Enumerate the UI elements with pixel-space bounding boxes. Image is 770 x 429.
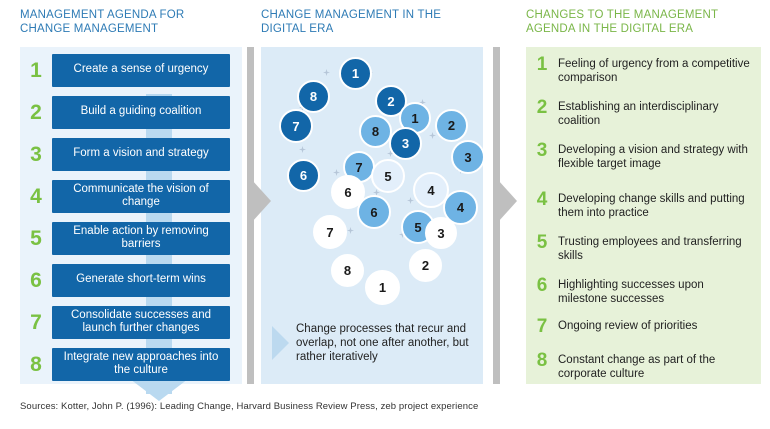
- right-item-label: Feeling of urgency from a competitive co…: [558, 58, 750, 84]
- right-item-row[interactable]: 8 Constant change as part of the corporat…: [526, 350, 761, 381]
- cluster-circle[interactable]: 8: [359, 115, 392, 148]
- right-item-row[interactable]: 1 Feeling of urgency from a competitive c…: [526, 54, 761, 85]
- sparkle-icon: [299, 146, 306, 153]
- left-step-row[interactable]: 3 Form a vision and strategy: [20, 133, 242, 175]
- left-step-number: 2: [30, 100, 42, 124]
- right-item-label: Constant change as part of the corporate…: [558, 354, 716, 380]
- cluster-circle[interactable]: 3: [389, 127, 422, 160]
- right-item-number: 8: [536, 350, 548, 371]
- middle-column-heading: CHANGE MANAGEMENT IN THE DIGITAL ERA: [261, 9, 442, 35]
- right-item-label: Ongoing review of priorities: [558, 320, 698, 332]
- right-item-label: Developing a vision and strategy with fl…: [558, 144, 748, 170]
- right-item-number: 6: [536, 275, 548, 296]
- cluster-circle[interactable]: 3: [451, 140, 485, 174]
- left-step-number: 5: [30, 226, 42, 250]
- cluster-circle[interactable]: 2: [409, 249, 442, 282]
- right-item-label: Establishing an interdisciplinary coalit…: [558, 101, 719, 127]
- left-step-number: 7: [30, 310, 42, 334]
- left-step-number: 8: [30, 352, 42, 376]
- sparkle-icon: [419, 99, 426, 106]
- left-step-label[interactable]: Enable action by removing barriers: [52, 221, 230, 255]
- right-item-label: Trusting employees and transferring skil…: [558, 236, 742, 262]
- cluster-circle[interactable]: 2: [435, 109, 468, 142]
- left-step-label[interactable]: Generate short-term wins: [52, 263, 230, 297]
- cluster-circle[interactable]: 8: [297, 80, 330, 113]
- left-step-row[interactable]: 6 Generate short-term wins: [20, 259, 242, 301]
- right-panel: [526, 47, 761, 384]
- left-step-number: 6: [30, 268, 42, 292]
- sparkle-icon: [387, 150, 394, 157]
- left-step-label[interactable]: Communicate the vision of change: [52, 179, 230, 213]
- left-step-row[interactable]: 7 Consolidate successes and launch furthe…: [20, 301, 242, 343]
- right-item-row[interactable]: 2 Establishing an interdisciplinary coali…: [526, 97, 761, 128]
- cluster-circle[interactable]: 5: [371, 159, 405, 193]
- sparkle-icon: [373, 189, 380, 196]
- cluster-circle[interactable]: 6: [357, 195, 391, 229]
- right-item-row[interactable]: 3 Developing a vision and strategy with f…: [526, 140, 761, 171]
- right-item-label: Developing change skills and putting the…: [558, 193, 745, 219]
- down-arrow-head-decoration: [130, 379, 188, 401]
- left-step-row[interactable]: 5 Enable action by removing barriers: [20, 217, 242, 259]
- right-item-row[interactable]: 7 Ongoing review of priorities: [526, 316, 761, 337]
- right-item-row[interactable]: 4 Developing change skills and putting th…: [526, 189, 761, 220]
- left-step-row[interactable]: 1 Create a sense of urgency: [20, 49, 242, 91]
- divider-arrow-icon-right: [498, 180, 517, 222]
- left-step-row[interactable]: 2 Build a guiding coalition: [20, 91, 242, 133]
- left-step-number: 1: [30, 58, 42, 82]
- right-item-row[interactable]: 6 Highlighting successes upon milestone s…: [526, 275, 761, 306]
- sparkle-icon: [347, 227, 354, 234]
- left-step-label[interactable]: Build a guiding coalition: [52, 95, 230, 129]
- sources-footer: Sources: Kotter, John P. (1996): Leading…: [20, 401, 479, 412]
- divider-arrow-icon-left: [252, 180, 271, 222]
- left-step-number: 4: [30, 184, 42, 208]
- right-item-number: 2: [536, 97, 548, 118]
- cluster-circle[interactable]: 1: [339, 57, 372, 90]
- right-item-number: 1: [536, 54, 548, 75]
- caption-arrow-icon: [272, 326, 289, 360]
- middle-caption: Change processes that recur and overlap,…: [296, 323, 469, 363]
- cluster-circle[interactable]: 3: [425, 217, 457, 249]
- cluster-circle[interactable]: 1: [365, 270, 400, 305]
- right-column-heading: CHANGES TO THE MANAGEMENT AGENDA IN THE …: [526, 9, 719, 35]
- left-step-row[interactable]: 8 Integrate new approaches into the cultu…: [20, 343, 242, 385]
- sparkle-icon: [333, 169, 340, 176]
- right-item-number: 4: [536, 189, 548, 210]
- left-step-number: 3: [30, 142, 42, 166]
- right-item-number: 5: [536, 232, 548, 253]
- right-item-number: 7: [536, 316, 548, 337]
- sparkle-icon: [429, 132, 436, 139]
- left-step-label[interactable]: Consolidate successes and launch further…: [52, 305, 230, 339]
- cluster-circle[interactable]: 4: [413, 172, 449, 208]
- cluster-circle[interactable]: 7: [313, 215, 347, 249]
- divider-bar-left: [247, 47, 254, 384]
- divider-bar-right: [493, 47, 500, 384]
- cluster-circle[interactable]: 6: [287, 159, 320, 192]
- left-column-heading: MANAGEMENT AGENDA FOR CHANGE MANAGEMENT: [20, 9, 185, 35]
- cluster-circle[interactable]: 8: [331, 254, 364, 287]
- left-step-label[interactable]: Integrate new approaches into the cultur…: [52, 347, 230, 381]
- right-item-number: 3: [536, 140, 548, 161]
- sparkle-icon: [323, 69, 330, 76]
- sparkle-icon: [407, 197, 414, 204]
- left-step-label[interactable]: Create a sense of urgency: [52, 53, 230, 87]
- right-item-row[interactable]: 5 Trusting employees and transferring ski…: [526, 232, 761, 263]
- right-item-label: Highlighting successes upon milestone su…: [558, 279, 704, 305]
- left-step-label[interactable]: Form a vision and strategy: [52, 137, 230, 171]
- left-step-row[interactable]: 4 Communicate the vision of change: [20, 175, 242, 217]
- cluster-circle[interactable]: 7: [279, 109, 313, 143]
